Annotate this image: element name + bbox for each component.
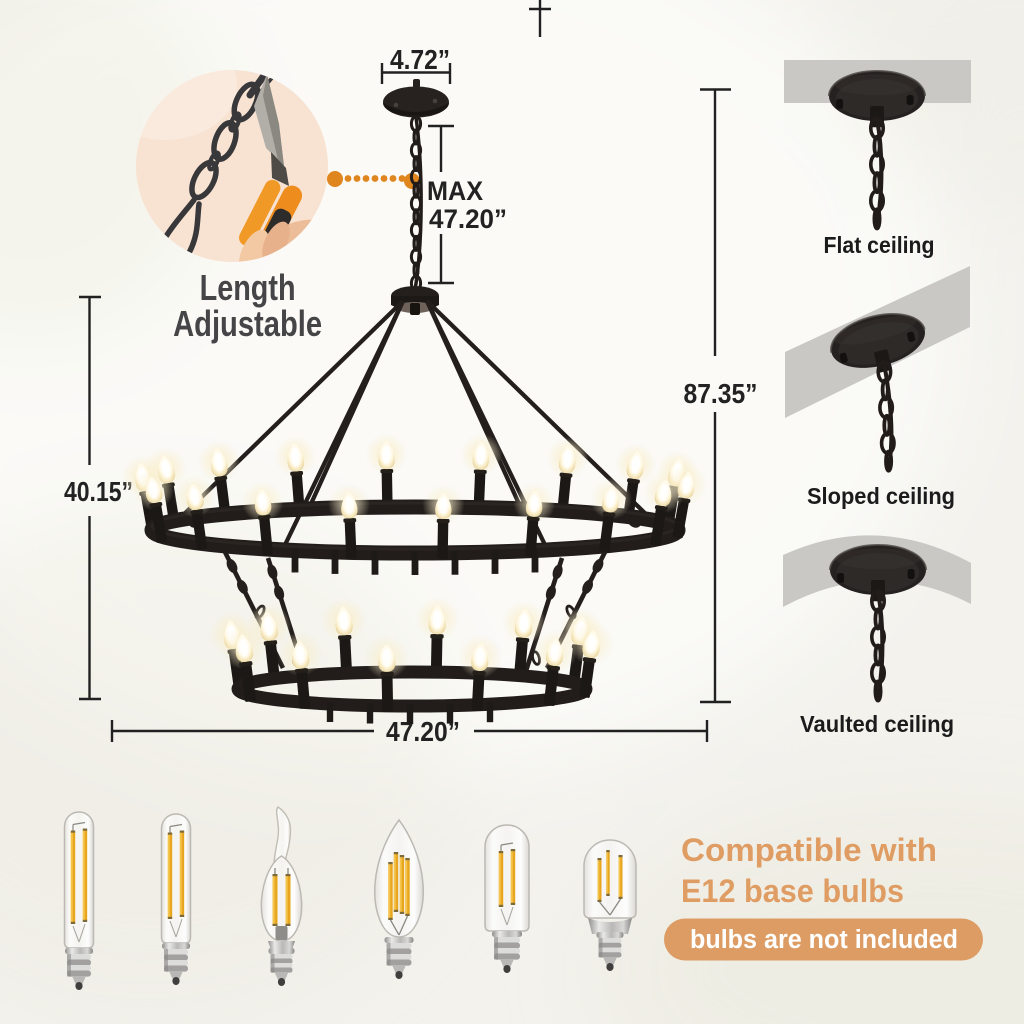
svg-text:87.35”: 87.35” xyxy=(684,378,758,409)
svg-text:Length: Length xyxy=(200,267,296,308)
svg-text:Flat ceiling: Flat ceiling xyxy=(824,232,935,258)
svg-text:40.15”: 40.15” xyxy=(64,476,133,507)
svg-text:Adjustable: Adjustable xyxy=(173,303,322,344)
svg-text:Vaulted ceiling: Vaulted ceiling xyxy=(800,711,954,737)
svg-text:E12 base bulbs: E12 base bulbs xyxy=(681,873,904,909)
svg-text:4.72”: 4.72” xyxy=(390,44,450,75)
svg-text:bulbs are not included: bulbs are not included xyxy=(690,926,958,954)
svg-text:Sloped ceiling: Sloped ceiling xyxy=(807,483,955,509)
svg-text:Compatible with: Compatible with xyxy=(681,832,937,868)
svg-text:MAX: MAX xyxy=(427,176,483,206)
svg-text:47.20”: 47.20” xyxy=(429,204,507,234)
